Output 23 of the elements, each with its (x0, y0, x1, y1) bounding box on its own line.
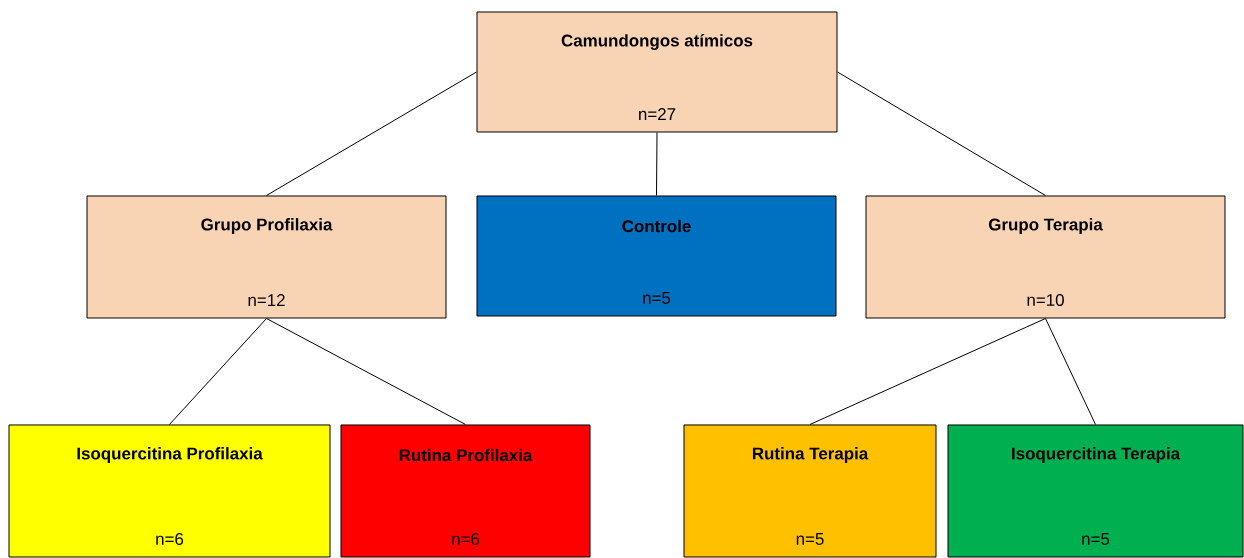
connector-line (1045, 318, 1096, 425)
count-label: n=5 (1082, 533, 1110, 545)
box-heading: Isoquercitina Profilaxia (77, 447, 263, 463)
connector-line (656, 132, 658, 196)
connector-line (809, 318, 1046, 425)
box-heading: Rutina Terapia (752, 447, 869, 463)
box-heading: Isoquercitina Terapia (1012, 447, 1181, 463)
count-label: n=12 (248, 294, 285, 306)
count-label: n=6 (156, 533, 184, 545)
box-heading: Rutina Profilaxia (399, 448, 533, 462)
box-heading: Camundongos atímicos (561, 34, 753, 50)
count-label: n=27 (639, 108, 676, 120)
connector-line (837, 71, 1046, 196)
connector-line (266, 318, 466, 425)
count-label: n=5 (643, 292, 671, 304)
count-label: n=6 (452, 533, 480, 545)
count-label: n=10 (1027, 294, 1064, 306)
box-heading: Controle (622, 219, 691, 233)
connector-line (266, 71, 477, 196)
box-heading: Grupo Terapia (988, 218, 1103, 234)
box-heading: Grupo Profilaxia (201, 218, 333, 234)
count-label: n=5 (796, 533, 824, 545)
connector-line (169, 318, 267, 425)
